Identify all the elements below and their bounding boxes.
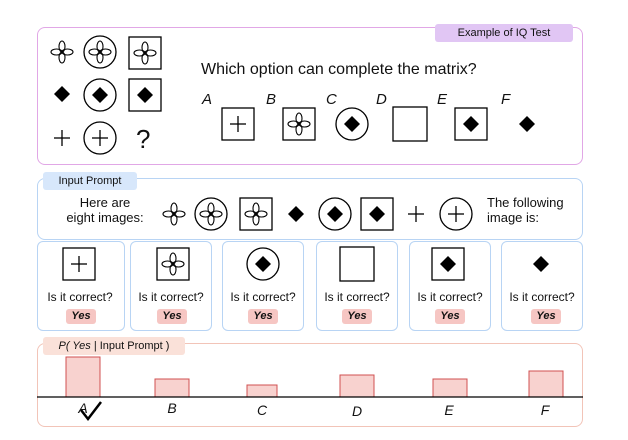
bar-label-b: B	[167, 400, 177, 416]
candidate-d-empty-square-icon	[339, 246, 375, 282]
candidate-d-question: Is it correct?	[324, 290, 390, 304]
option-label-e: E	[437, 91, 448, 108]
probability-bar-e	[432, 378, 468, 398]
candidate-b-question: Is it correct?	[138, 290, 204, 304]
candidate-c-yes: Yes	[248, 309, 278, 324]
probability-bar-a	[65, 356, 101, 398]
option-e-square-diamond-icon	[454, 107, 488, 141]
option-label-d: D	[376, 91, 387, 108]
probability-tag-prefix: P(	[58, 340, 70, 352]
candidate-e-yes: Yes	[435, 309, 465, 324]
bar-label-e: E	[444, 402, 454, 418]
option-label-b: B	[266, 91, 277, 108]
prompt-circle-diamond-icon	[318, 197, 352, 231]
candidate-box-f	[501, 241, 583, 331]
circle-flower-icon	[83, 35, 117, 69]
prompt-circle-flower-icon	[194, 197, 228, 231]
option-label-a: A	[202, 91, 213, 108]
option-label-f: F	[501, 91, 511, 108]
bar-label-c: C	[256, 402, 268, 418]
prompt-outro-line2: image is:	[487, 210, 540, 225]
input-prompt-panel	[37, 178, 583, 240]
circle-plus-icon	[83, 121, 117, 155]
prompt-intro-line2: eight images:	[66, 210, 144, 225]
candidate-e-square-diamond-icon	[431, 247, 465, 281]
iq-question: Which option can complete the matrix?	[201, 61, 477, 78]
prompt-square-flower-icon	[239, 197, 273, 231]
input-prompt-tag: Input Prompt	[43, 172, 137, 190]
candidate-f-yes: Yes	[531, 309, 561, 324]
bar-label-d: D	[351, 403, 363, 419]
circle-diamond-icon	[83, 78, 117, 112]
prompt-outro-line1: The following	[487, 195, 564, 210]
option-label-c: C	[326, 91, 337, 108]
candidate-b-square-flower-icon	[156, 247, 190, 281]
correct-check-icon	[80, 401, 102, 422]
option-d-empty-square-icon	[392, 106, 428, 142]
prompt-intro: Here are eight images:	[60, 195, 150, 225]
candidate-box-e	[409, 241, 491, 331]
prompt-outro: The following image is:	[487, 195, 577, 225]
probability-bar-d	[339, 374, 375, 398]
iq-example-tag: Example of IQ Test	[435, 24, 573, 42]
square-diamond-icon	[128, 78, 162, 112]
candidate-d-yes: Yes	[342, 309, 372, 324]
candidate-box-a	[37, 241, 125, 331]
candidate-a-yes: Yes	[66, 309, 96, 324]
probability-bar-f	[528, 370, 564, 398]
probability-tag-yes: Yes	[69, 340, 91, 352]
candidate-e-question: Is it correct?	[417, 290, 483, 304]
candidate-a-square-plus-icon	[62, 247, 96, 281]
candidate-b-yes: Yes	[157, 309, 187, 324]
probability-bar-c	[246, 384, 278, 398]
iq-example-panel	[37, 27, 583, 165]
prompt-intro-line1: Here are	[79, 195, 131, 210]
option-b-square-flower-icon	[282, 107, 316, 141]
option-a-square-plus-icon	[221, 107, 255, 141]
candidate-box-c	[222, 241, 304, 331]
prompt-circle-plus-icon	[439, 197, 473, 231]
bar-label-f: F	[540, 402, 550, 418]
probability-bar-b	[154, 378, 190, 398]
square-flower-icon	[128, 36, 162, 70]
candidate-box-b	[130, 241, 212, 331]
prompt-square-diamond-icon	[360, 197, 394, 231]
candidate-box-d	[316, 241, 398, 331]
candidate-c-circle-diamond-icon	[246, 247, 280, 281]
matrix-question-mark: ?	[136, 124, 151, 154]
probability-tag: P( Yes | Input Prompt )	[43, 337, 185, 355]
bar-label-a: A	[78, 400, 88, 416]
probability-panel	[37, 343, 583, 427]
candidate-c-question: Is it correct?	[230, 290, 296, 304]
probability-tag-suffix: | Input Prompt )	[90, 340, 170, 352]
candidate-f-question: Is it correct?	[509, 290, 575, 304]
candidate-a-question: Is it correct?	[47, 290, 113, 304]
option-c-circle-diamond-icon	[335, 107, 369, 141]
